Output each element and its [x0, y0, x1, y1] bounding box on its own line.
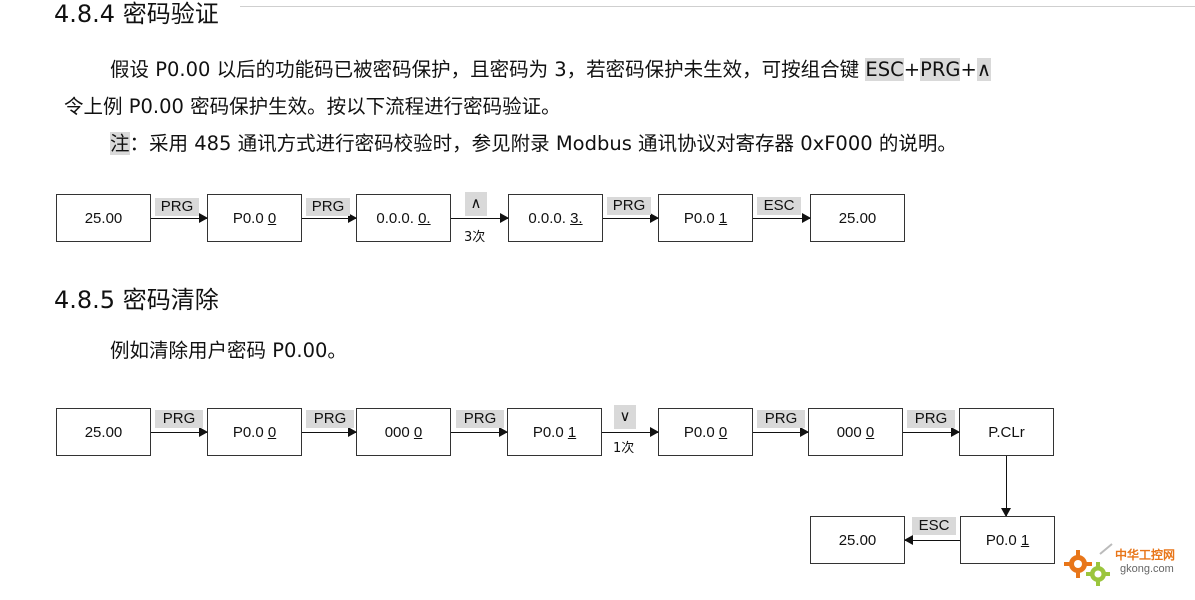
note-line: 注：采用 485 通讯方式进行密码校验时，参见附录 Modbus 通讯协议对寄存… [110, 132, 957, 156]
paragraph-text: 假设 P0.00 以后的功能码已被密码保护，且密码为 3，若密码保护未生效，可按… [110, 58, 866, 81]
note-text: ：采用 485 通讯方式进行密码校验时，参见附录 Modbus 通讯协议对寄存器… [129, 132, 957, 155]
flow2-key-down: ∨ [614, 405, 636, 429]
flow2-box: P0.0 0 [658, 408, 753, 456]
section-heading-4-8-5: 4.8.5 密码清除 [54, 286, 219, 314]
flow2-arrow [151, 427, 208, 437]
flow2-box-final: 25.00 [810, 516, 905, 564]
flow2-key-prg: PRG [907, 410, 955, 428]
note-label: 注 [110, 132, 130, 155]
flow1-arrow [451, 213, 509, 223]
flow2-arrow [451, 427, 508, 437]
flow2-box: 000 0 [356, 408, 451, 456]
key-up-label: ∧ [976, 58, 992, 81]
flow1-key-prg: PRG [607, 197, 651, 215]
paragraph-line-1: 假设 P0.00 以后的功能码已被密码保护，且密码为 3，若密码保护未生效，可按… [110, 58, 992, 82]
flow2-key-prg: PRG [155, 410, 203, 428]
section-heading-4-8-4: 4.8.4 密码验证 [54, 0, 219, 28]
flow2-arrow-down [1001, 456, 1011, 517]
key-prg-label: PRG [920, 58, 961, 81]
flow2-press-count: 1次 [613, 441, 635, 456]
key-esc-label: ESC [865, 58, 904, 81]
flow1-box: 0.0.0. 3. [508, 194, 603, 242]
flow2-arrow [302, 427, 357, 437]
gear-icon [1064, 543, 1113, 586]
flow2-arrow-left [904, 535, 960, 545]
flow2-key-prg: PRG [757, 410, 805, 428]
paragraph-clear-example: 例如清除用户密码 P0.00。 [110, 339, 347, 362]
flow2-box-p001: P0.0 1 [960, 516, 1055, 564]
flow2-key-prg: PRG [456, 410, 504, 428]
plus-sign: + [903, 58, 921, 81]
watermark-cn-text: 中华工控网 [1115, 548, 1176, 562]
plus-sign: + [960, 58, 977, 81]
page-top-border [240, 6, 1195, 7]
flow1-box: P0.0 0 [207, 194, 302, 242]
flow1-arrow [603, 213, 659, 223]
flow2-arrow [903, 427, 960, 437]
flow2-box: 000 0 [808, 408, 903, 456]
flow1-box: 0.0.0. 0. [356, 194, 451, 242]
flow1-key-prg: PRG [155, 198, 199, 216]
flow1-arrow [151, 213, 208, 223]
flow2-box: P0.0 0 [207, 408, 302, 456]
flow2-key-esc: ESC [912, 517, 956, 535]
flow1-box: 25.00 [810, 194, 905, 242]
flow2-box-pclr: P.CLr [959, 408, 1054, 456]
flow2-box: 25.00 [56, 408, 151, 456]
watermark-en-text: gkong.com [1120, 563, 1174, 575]
flow1-box: P0.0 1 [658, 194, 753, 242]
flow1-box: 25.00 [56, 194, 151, 242]
flow1-key-up: ∧ [465, 192, 487, 216]
flow2-box: P0.0 1 [507, 408, 602, 456]
flow2-arrow [602, 427, 659, 437]
flow2-key-prg: PRG [306, 410, 354, 428]
flow1-key-esc: ESC [757, 197, 801, 215]
paragraph-line-2: 令上例 P0.00 密码保护生效。按以下流程进行密码验证。 [64, 95, 561, 118]
gkong-watermark-logo: 中华工控网 gkong.com [1060, 540, 1190, 596]
flow1-arrow [302, 213, 357, 223]
flow1-arrow [753, 213, 811, 223]
flow1-key-prg: PRG [306, 198, 350, 216]
flow1-press-count: 3次 [464, 230, 486, 245]
flow2-arrow [753, 427, 809, 437]
